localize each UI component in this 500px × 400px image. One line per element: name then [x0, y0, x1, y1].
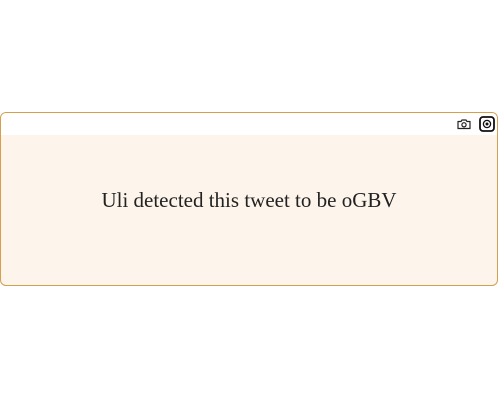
eye-hide-icon: [479, 116, 495, 132]
card-toolbar: [1, 113, 497, 135]
ogbv-detection-message: Uli detected this tweet to be oGBV: [101, 187, 397, 212]
camera-icon: [457, 119, 471, 130]
ogbv-alert-card: Uli detected this tweet to be oGBV: [0, 112, 498, 286]
hide-tweet-button[interactable]: [479, 116, 495, 132]
screenshot-button[interactable]: [456, 116, 472, 132]
